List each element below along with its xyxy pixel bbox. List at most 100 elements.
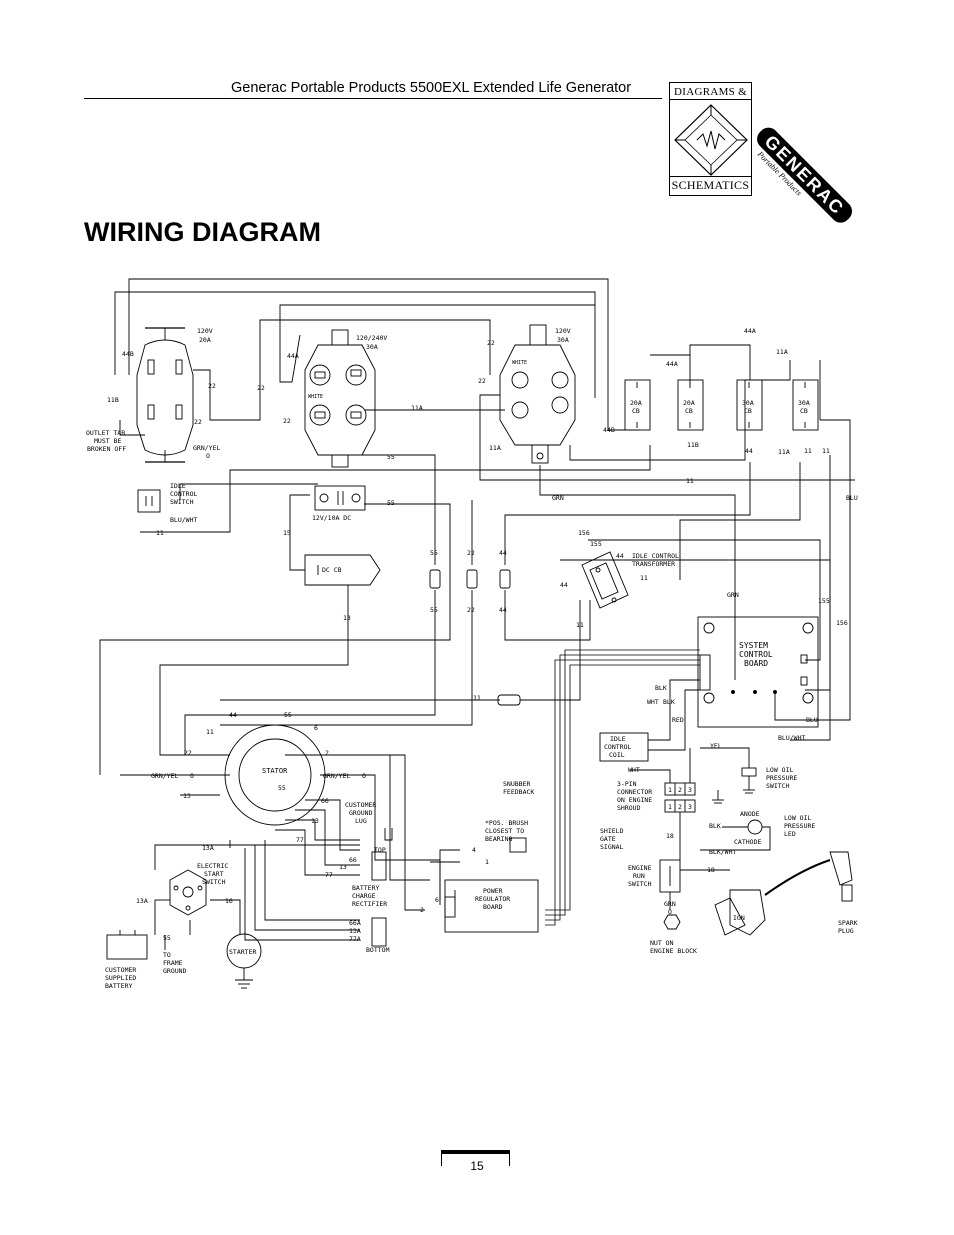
start-switch-line3: SWITCH bbox=[202, 878, 226, 886]
label-red: RED bbox=[672, 716, 684, 724]
shielded-cable bbox=[545, 649, 700, 926]
label-120v-20a-1: 120V bbox=[197, 327, 213, 335]
wire-11a-b: 11A bbox=[489, 444, 501, 452]
pin-top-1: 1 bbox=[668, 786, 672, 794]
outlet-tab-line1: OUTLET TAB bbox=[86, 429, 125, 437]
idle-switch-line2: CONTROL bbox=[170, 490, 197, 498]
sysboard-line1: SYSTEM bbox=[739, 641, 768, 650]
battery bbox=[106, 930, 148, 960]
wire-55-d: 55 bbox=[430, 606, 438, 614]
spark-line2: PLUG bbox=[838, 927, 854, 935]
label-blu-wht-board: BLU/WHT bbox=[778, 734, 805, 742]
wire-55-e: 55 bbox=[284, 711, 292, 719]
frame-line2: FRAME bbox=[163, 959, 183, 967]
diagram-labels: 120V 20A 120/240V 30A 120V 30A OUTLET TA… bbox=[86, 327, 858, 990]
wire-66-b: 66 bbox=[349, 856, 357, 864]
start-switch-line2: START bbox=[204, 870, 224, 878]
label-grn-yel-right: GRN/YEL bbox=[323, 772, 350, 780]
wire-44a-b: 44A bbox=[744, 327, 756, 335]
wire-155-a: 155 bbox=[590, 540, 602, 548]
customer-ground-lug bbox=[384, 828, 393, 841]
wire-55-a: 55 bbox=[387, 453, 395, 461]
wire-55-f: 55 bbox=[278, 784, 286, 792]
nut-line1: NUT ON bbox=[650, 939, 674, 947]
outlet-120v-30a bbox=[499, 324, 576, 464]
coil-line3: COIL bbox=[609, 751, 625, 759]
wire-2-b: 2 bbox=[420, 906, 424, 914]
engine-run-switch bbox=[659, 859, 730, 930]
wire-55-g: 55 bbox=[163, 934, 171, 942]
wire-66a: 66A bbox=[349, 919, 361, 927]
dc-cb bbox=[304, 554, 381, 586]
led-line2: PRESSURE bbox=[784, 822, 815, 830]
three-pin-connector bbox=[630, 748, 724, 813]
battery-line3: BATTERY bbox=[105, 982, 132, 990]
label-cathode: CATHODE bbox=[734, 838, 761, 846]
snubber-line2: FEEDBACK bbox=[503, 788, 534, 796]
wire-44b-b: 44B bbox=[603, 426, 615, 434]
wire-13-c: 13 bbox=[311, 817, 319, 825]
wire-22-f: 22 bbox=[478, 377, 486, 385]
cb3-label: CB bbox=[744, 407, 752, 415]
pin-bot-2: 2 bbox=[678, 803, 682, 811]
rectifier-line1: BATTERY bbox=[352, 884, 379, 892]
label-120-240v-1: 120/240V bbox=[356, 334, 387, 342]
stator bbox=[224, 724, 326, 826]
label-zero: O bbox=[206, 452, 210, 460]
three-pin-line1: 3-PIN bbox=[617, 780, 637, 788]
transformer-line2: TRANSFORMER bbox=[632, 560, 675, 568]
wire-44-d: 44 bbox=[616, 552, 624, 560]
label-white-2: WHITE bbox=[512, 360, 527, 366]
wire-11-b: 11 bbox=[822, 447, 830, 455]
wire-11-f: 11 bbox=[576, 621, 584, 629]
battery-charge-rectifier bbox=[371, 851, 387, 947]
idle-control-coil bbox=[599, 679, 700, 762]
wire-66-a: 66 bbox=[321, 797, 329, 805]
wire-4: 4 bbox=[472, 846, 476, 854]
wire-6-b: 6 bbox=[435, 896, 439, 904]
cb2-rating: 20A bbox=[683, 399, 695, 407]
rectifier-line2: CHARGE bbox=[352, 892, 376, 900]
inline-connectors bbox=[429, 569, 521, 706]
pin-bot-3: 3 bbox=[688, 803, 692, 811]
wire-11-g: 11 bbox=[473, 694, 481, 702]
label-anode: ANODE bbox=[740, 810, 760, 818]
wire-77-b: 77 bbox=[325, 871, 333, 879]
start-switch-line1: ELECTRIC bbox=[197, 862, 228, 870]
cb1-rating: 20A bbox=[630, 399, 642, 407]
wire-13-d: 13 bbox=[339, 863, 347, 871]
label-bottom: BOTTOM bbox=[366, 946, 390, 954]
label-120v-20a-2: 20A bbox=[199, 336, 211, 344]
battery-line1: CUSTOMER bbox=[105, 966, 136, 974]
wire-22-i: 22 bbox=[184, 749, 192, 757]
outlet-120-240v-30a bbox=[304, 329, 376, 468]
page-number-bracket bbox=[441, 1154, 510, 1166]
electric-start-switch bbox=[155, 869, 207, 916]
wire-18-a: 18 bbox=[666, 832, 674, 840]
label-grn-top: GRN bbox=[552, 494, 564, 502]
diagrams-schematics-logo: DIAGRAMS & SCHEMATICS bbox=[669, 82, 752, 196]
label-dc-rating: 12V/10A DC bbox=[312, 514, 351, 522]
label-stator: STATOR bbox=[262, 767, 288, 775]
label-blk-2: BLK bbox=[663, 698, 675, 706]
wire-13a-c: 13A bbox=[349, 927, 361, 935]
spark-line1: SPARK bbox=[838, 919, 858, 927]
wire-22-c: 22 bbox=[257, 384, 265, 392]
wire-44a-a: 44A bbox=[287, 352, 299, 360]
wire-11-a: 11 bbox=[804, 447, 812, 455]
power-regulator-board bbox=[444, 837, 539, 933]
coil-line1: IDLE bbox=[610, 735, 626, 743]
label-blk-wht-led: BLK/WHT bbox=[709, 848, 736, 856]
wires bbox=[99, 278, 855, 941]
lug-line3: LUG bbox=[355, 817, 367, 825]
wire-11-h: 11 bbox=[206, 728, 214, 736]
wire-11a-c: 11A bbox=[776, 348, 788, 356]
wire-15: 15 bbox=[283, 529, 291, 537]
shield-line3: SIGNAL bbox=[600, 843, 624, 851]
logo-bottom-text: SCHEMATICS bbox=[670, 176, 751, 192]
logo-emblem-icon bbox=[674, 104, 748, 176]
page-number: 15 bbox=[470, 1159, 484, 1173]
outlet-120v-20a bbox=[136, 327, 194, 463]
shield-line1: SHIELD bbox=[600, 827, 624, 835]
page-title: WIRING DIAGRAM bbox=[84, 217, 321, 247]
